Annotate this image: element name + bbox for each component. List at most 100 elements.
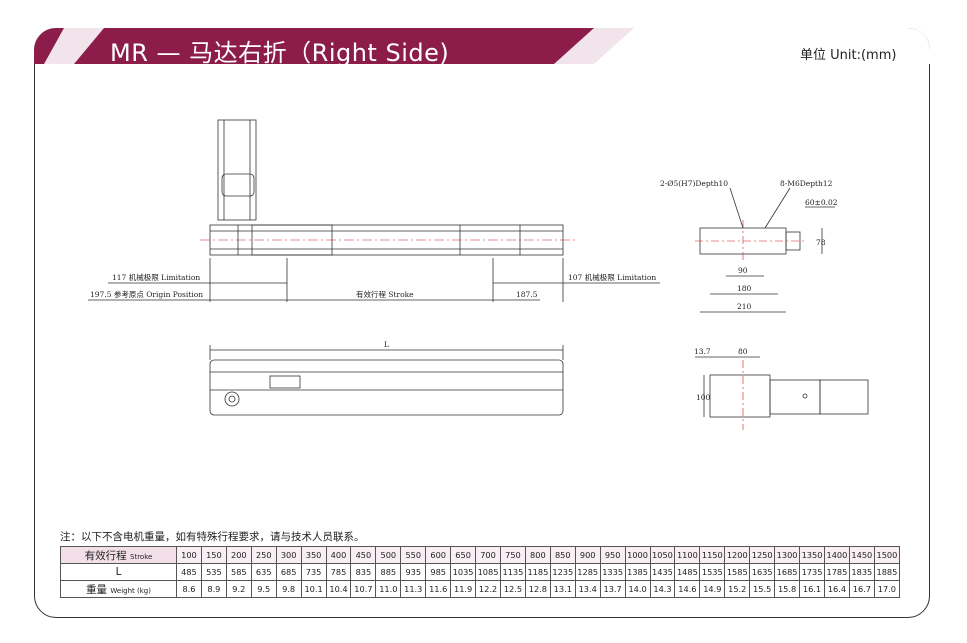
length-cell: 785 bbox=[325, 563, 352, 581]
stroke-cell: 950 bbox=[599, 546, 626, 564]
stroke-cell: 900 bbox=[574, 546, 601, 564]
stroke-cell: 200 bbox=[225, 546, 252, 564]
weight-cell: 13.7 bbox=[599, 580, 626, 598]
length-cell: 1535 bbox=[699, 563, 726, 581]
weight-cell: 8.9 bbox=[200, 580, 227, 598]
length-cell: 1335 bbox=[599, 563, 626, 581]
page-title: MR — 马达右折（Right Side) bbox=[110, 39, 450, 67]
banner-graphic bbox=[34, 28, 930, 64]
pin-holes-label: 2-Ø5(H7)Depth10 bbox=[660, 179, 728, 188]
stroke-cell: 1300 bbox=[774, 546, 801, 564]
mid-width-label: 180 bbox=[737, 284, 752, 293]
weight-cell: 14.3 bbox=[649, 580, 676, 598]
stroke-cell: 1150 bbox=[699, 546, 726, 564]
weight-cell: 14.0 bbox=[624, 580, 651, 598]
weight-cell: 8.6 bbox=[176, 580, 202, 598]
stroke-cell: 300 bbox=[275, 546, 302, 564]
weight-cell: 14.9 bbox=[699, 580, 726, 598]
length-cell: 1085 bbox=[475, 563, 501, 581]
weight-cell: 9.8 bbox=[275, 580, 302, 598]
weight-cell: 11.6 bbox=[425, 580, 452, 598]
weight-cell: 16.1 bbox=[799, 580, 825, 598]
stroke-cell: 750 bbox=[499, 546, 526, 564]
length-cell: 1785 bbox=[823, 563, 850, 581]
weight-cell: 12.5 bbox=[499, 580, 526, 598]
stroke-cell: 600 bbox=[425, 546, 452, 564]
weight-cell: 15.5 bbox=[749, 580, 776, 598]
title-banner bbox=[34, 28, 930, 64]
weight-cell: 11.0 bbox=[375, 580, 402, 598]
motor-width-label: 80 bbox=[738, 347, 748, 356]
length-cell: 1485 bbox=[674, 563, 701, 581]
stroke-cell: 1050 bbox=[649, 546, 676, 564]
stroke-cell: 1250 bbox=[749, 546, 776, 564]
length-cell: 635 bbox=[250, 563, 277, 581]
length-cell: 1685 bbox=[774, 563, 801, 581]
length-cell: 935 bbox=[400, 563, 427, 581]
stroke-cell: 1450 bbox=[848, 546, 875, 564]
stroke-cell: 1100 bbox=[674, 546, 701, 564]
offset-label: 13.7 bbox=[694, 347, 711, 356]
length-cell: 1835 bbox=[848, 563, 875, 581]
height-78-label: 78 bbox=[816, 238, 826, 247]
stroke-cell: 850 bbox=[549, 546, 576, 564]
length-cell: 835 bbox=[350, 563, 377, 581]
motor-end-block bbox=[709, 374, 771, 418]
length-cell: 1735 bbox=[799, 563, 825, 581]
end-view bbox=[695, 187, 835, 313]
stroke-cell: 350 bbox=[300, 546, 327, 564]
length-label: L bbox=[384, 340, 389, 349]
length-header: L bbox=[60, 563, 177, 581]
stroke-cell: 150 bbox=[200, 546, 227, 564]
weight-cell: 10.7 bbox=[350, 580, 377, 598]
stroke-cell: 650 bbox=[450, 546, 477, 564]
stroke-cell: 100 bbox=[176, 546, 202, 564]
stroke-cell: 400 bbox=[325, 546, 352, 564]
stroke-cell: 1000 bbox=[624, 546, 651, 564]
weight-cell: 12.2 bbox=[475, 580, 501, 598]
weight-cell: 10.4 bbox=[325, 580, 352, 598]
weight-cell: 15.8 bbox=[774, 580, 801, 598]
stroke-cell: 1350 bbox=[799, 546, 825, 564]
weight-cell: 16.4 bbox=[823, 580, 850, 598]
unit-label: 单位 Unit:(mm) bbox=[800, 48, 897, 63]
length-cell: 735 bbox=[300, 563, 327, 581]
stroke-cell: 500 bbox=[375, 546, 402, 564]
weight-cell: 17.0 bbox=[873, 580, 901, 598]
weight-cell: 11.3 bbox=[400, 580, 427, 598]
note: 注：以下不含电机重量，如有特殊行程要求，请与技术人员联系。 bbox=[60, 531, 365, 543]
right-offset-label: 187.5 bbox=[516, 290, 538, 299]
stroke-cell: 250 bbox=[250, 546, 277, 564]
total-width-label: 210 bbox=[737, 302, 752, 311]
length-cell: 1585 bbox=[724, 563, 751, 581]
length-cell: 1635 bbox=[749, 563, 776, 581]
weight-cell: 13.4 bbox=[574, 580, 601, 598]
weight-cell: 12.8 bbox=[524, 580, 551, 598]
side-view bbox=[209, 345, 564, 416]
length-cell: 1185 bbox=[524, 563, 551, 581]
length-cell: 535 bbox=[200, 563, 227, 581]
limit-right-label: 107 机械极限 Limitation bbox=[568, 272, 656, 282]
motor-view bbox=[695, 356, 869, 430]
limit-left-label: 117 机械极限 Limitation bbox=[112, 272, 200, 282]
hole-spacing-label: 90 bbox=[738, 266, 748, 275]
weight-cell: 13.1 bbox=[549, 580, 576, 598]
length-cell: 1435 bbox=[649, 563, 676, 581]
weight-cell: 10.1 bbox=[300, 580, 327, 598]
tolerance-label: 60±0.02 bbox=[805, 198, 838, 207]
stroke-cell: 450 bbox=[350, 546, 377, 564]
stroke-cell: 1400 bbox=[823, 546, 850, 564]
length-cell: 1385 bbox=[624, 563, 651, 581]
length-cell: 1285 bbox=[574, 563, 601, 581]
side-rail bbox=[209, 359, 564, 416]
weight-cell: 9.2 bbox=[225, 580, 252, 598]
weight-cell: 14.6 bbox=[674, 580, 701, 598]
weight-cell: 16.7 bbox=[848, 580, 875, 598]
length-cell: 1885 bbox=[873, 563, 901, 581]
length-cell: 585 bbox=[225, 563, 252, 581]
stroke-cell: 550 bbox=[400, 546, 427, 564]
length-cell: 1235 bbox=[549, 563, 576, 581]
